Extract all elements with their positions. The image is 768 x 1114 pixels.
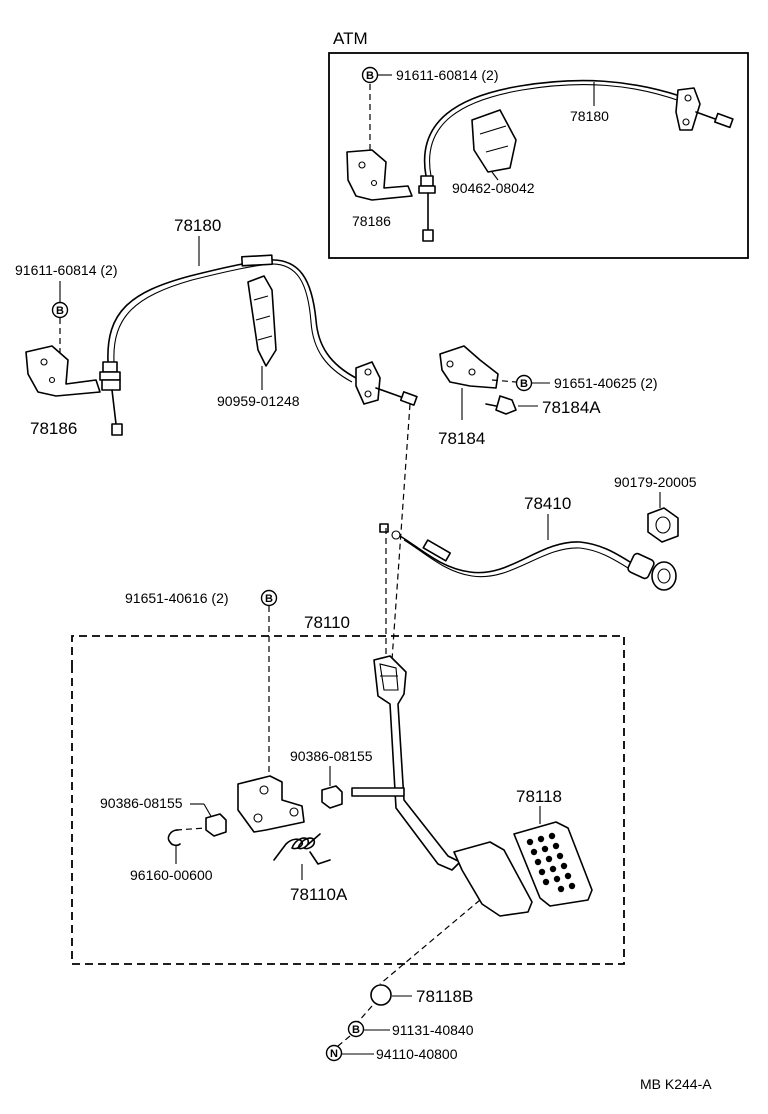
upper-nut-90179 — [647, 507, 679, 543]
atm-label-90462: 90462-08042 — [452, 180, 535, 196]
pedal-arm — [373, 655, 461, 871]
pedal-shaft — [351, 787, 405, 797]
pedal-label-96160: 96160-00600 — [130, 867, 213, 883]
upper-label-78186: 78186 — [30, 419, 77, 438]
atm-label: ATM — [333, 29, 368, 48]
pedal-pad — [453, 841, 533, 917]
upper-label-78184: 78184 — [438, 429, 485, 448]
atm-label-78180: 78180 — [570, 108, 609, 124]
bottom-bolt-badge: B — [347, 1020, 365, 1038]
upper-bracket-78186 — [25, 345, 101, 397]
pedal-bolt-badge: B — [260, 589, 278, 607]
bottom-label-91131: 91131-40840 — [392, 1022, 474, 1038]
footer-code: MB K244-A — [640, 1076, 712, 1092]
atm-bolt-badge: B — [361, 66, 379, 84]
upper-label-90959: 90959-01248 — [217, 393, 300, 409]
upper-label-91611: 91611-60814 (2) — [15, 262, 117, 278]
bottom-label-78118B: 78118B — [416, 987, 473, 1006]
upper-label-78180: 78180 — [174, 216, 221, 235]
atm-bracket-78186 — [346, 149, 413, 201]
atm-label-91611: 91611-60814 (2) — [396, 67, 498, 83]
pedal-bushing-right — [321, 785, 343, 809]
atm-box — [328, 52, 749, 259]
pedal-bushing-left — [205, 813, 227, 837]
pedal-clip-96160 — [167, 829, 181, 847]
svg-text:B: B — [265, 593, 273, 605]
pedal-assembly-box — [71, 635, 625, 965]
pedal-cover-grip — [526, 832, 576, 893]
atm-group: ATM B 91611-60814 (2) 78186 78180 — [328, 29, 749, 259]
bottom-stopper-78118B — [370, 984, 392, 1006]
upper-label-90179: 90179-20005 — [614, 474, 697, 490]
pedal-label-78110: 78110 — [304, 613, 350, 632]
bottom-group: 78118B B 91131-40840 N 94110-40800 — [325, 899, 481, 1062]
upper-label-78184A: 78184A — [542, 398, 601, 417]
upper-stopper-78184A — [495, 395, 517, 415]
svg-text:B: B — [366, 70, 374, 82]
pedal-label-90386-left: 90386-08155 — [100, 795, 183, 811]
upper-clamp-90959 — [247, 275, 277, 367]
pedal-label-90386-right: 90386-08155 — [290, 748, 373, 764]
svg-text:N: N — [330, 1048, 338, 1060]
svg-text:B: B — [352, 1024, 360, 1036]
upper-bolt-badge-2: B — [515, 374, 533, 392]
upper-cable-78410 — [399, 535, 631, 574]
upper-group: 78180 91611-60814 (2) B 78186 — [15, 216, 697, 591]
bottom-nut-badge: N — [325, 1044, 343, 1062]
upper-bolt-badge: B — [51, 301, 69, 319]
bottom-label-94110: 94110-40800 — [376, 1046, 458, 1062]
pedal-bracket — [237, 775, 305, 833]
atm-cable-78180 — [423, 79, 681, 177]
pedal-label-78118: 78118 — [516, 787, 562, 806]
pedal-label-78110A: 78110A — [290, 885, 348, 904]
atm-clip-90462 — [471, 109, 517, 173]
pedal-spring-78110A — [273, 833, 331, 865]
upper-cable-78180 — [107, 259, 357, 379]
upper-label-91651-625: 91651-40625 (2) — [554, 375, 658, 391]
svg-text:B: B — [56, 305, 64, 317]
atm-label-78186: 78186 — [352, 213, 391, 229]
svg-text:B: B — [520, 378, 528, 390]
pedal-group: 91651-40616 (2) B 78110 78118 903 — [71, 589, 625, 965]
upper-bracket-78184 — [439, 345, 499, 389]
upper-label-78410: 78410 — [524, 494, 571, 513]
pedal-label-91651-616: 91651-40616 (2) — [125, 590, 229, 606]
